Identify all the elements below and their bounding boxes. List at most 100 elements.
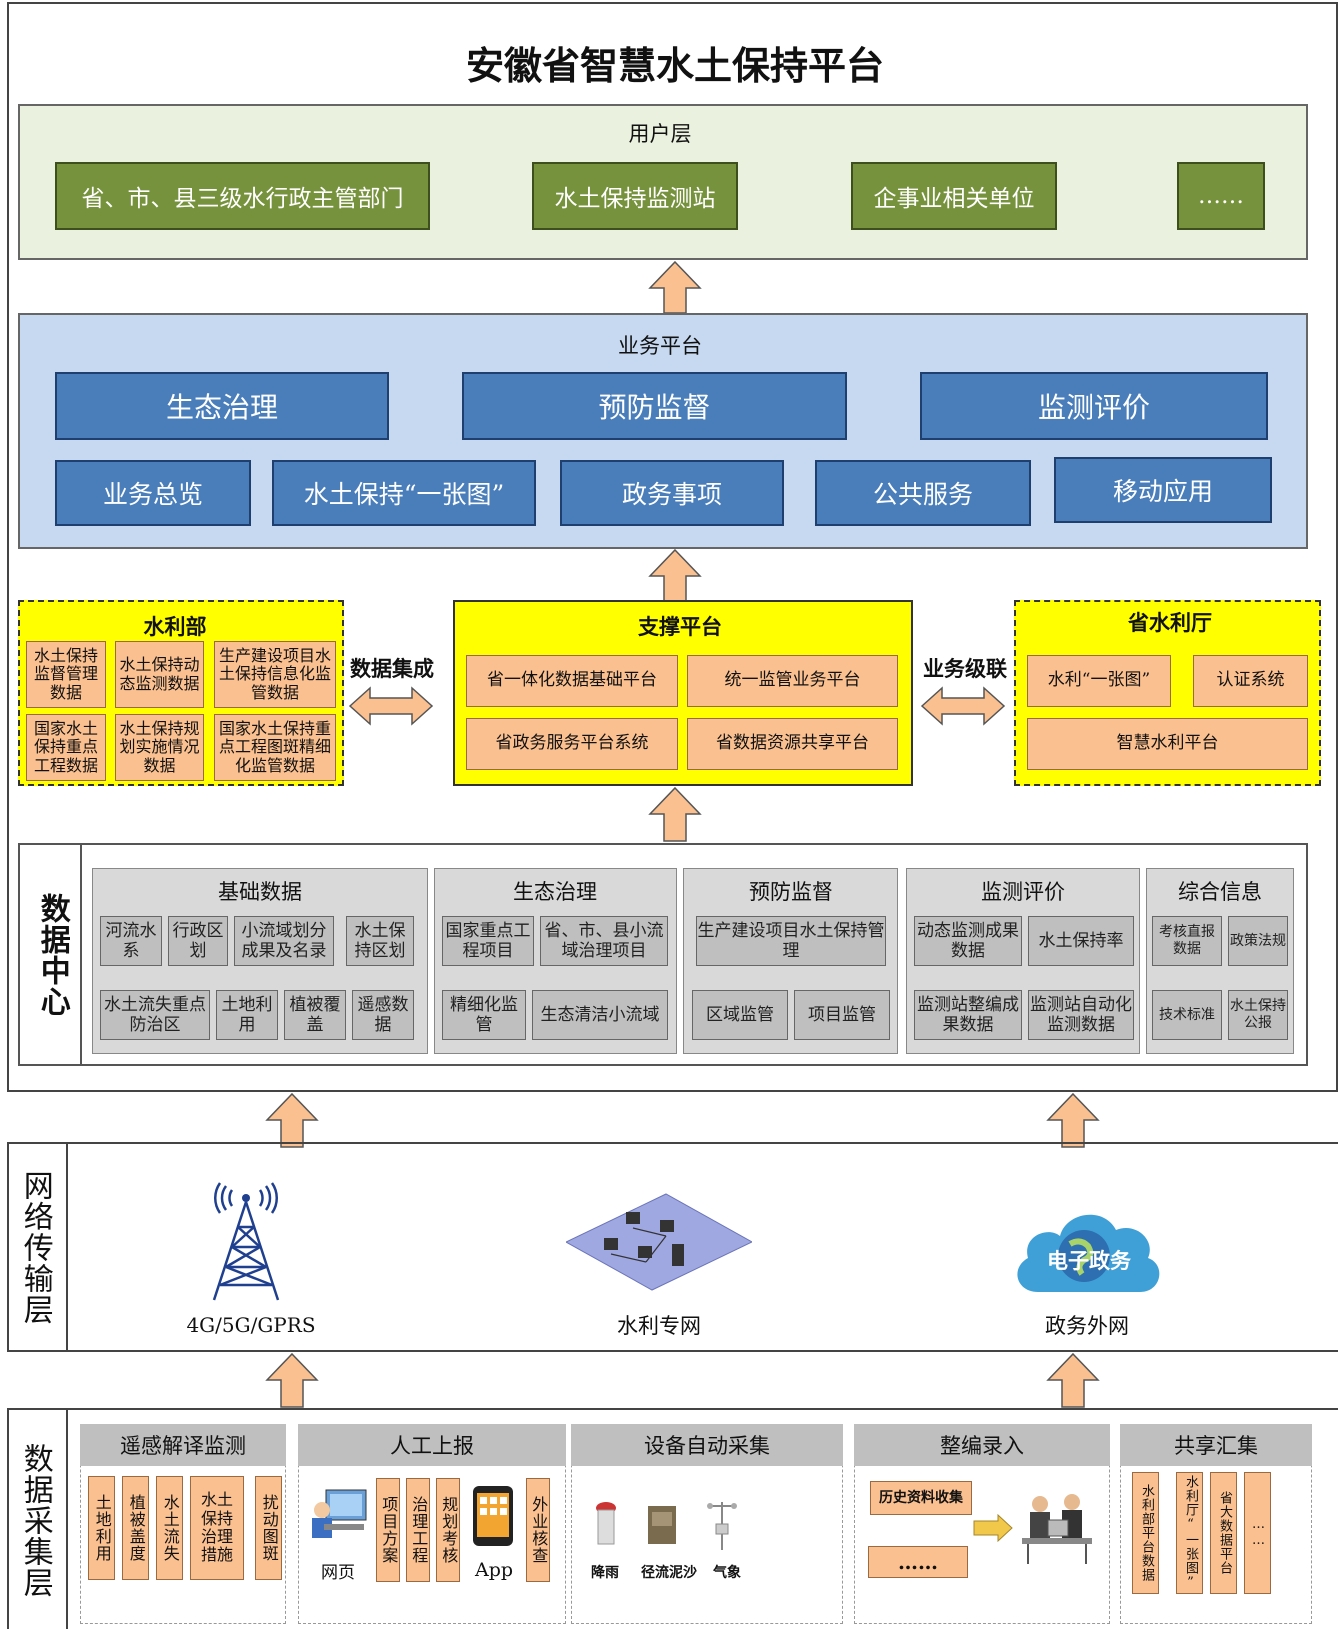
- mwr-item: 国家水土保持重点工程数据: [26, 714, 106, 781]
- rs-item: 植被盖度: [122, 1476, 149, 1580]
- dc-cell: 水土保持公报: [1228, 990, 1288, 1040]
- rs-item: 土地利用: [88, 1476, 115, 1580]
- dc-comp-title: 综合信息: [1178, 880, 1262, 904]
- collection-divider: [66, 1408, 68, 1629]
- user-more[interactable]: ……: [1177, 162, 1265, 230]
- provincial-item[interactable]: 水利“一张图”: [1027, 655, 1171, 707]
- business-platform-title: 业务平台: [618, 334, 702, 358]
- data-integration-label: 数据集成: [350, 656, 434, 681]
- manual-title: 人工上报: [298, 1424, 566, 1466]
- dc-prev-title: 预防监督: [749, 880, 833, 904]
- arrow-up-icon: [648, 260, 702, 314]
- network-divider: [66, 1142, 68, 1352]
- mwr-item: 国家水土保持重点工程图斑精细化监管数据: [214, 714, 336, 781]
- user-enterprises[interactable]: 企事业相关单位: [851, 162, 1057, 230]
- dc-cell: 植被覆盖: [284, 990, 346, 1040]
- network-computers-icon: [566, 1193, 752, 1291]
- share-item: 水利厅“一张图”: [1176, 1472, 1203, 1594]
- dc-cell: 监测站整编成果数据: [914, 990, 1022, 1040]
- rs-item: 水土流失: [156, 1476, 183, 1580]
- smartphone-icon: [473, 1486, 513, 1546]
- user-gov-dept[interactable]: 省、市、县三级水行政主管部门: [55, 162, 430, 230]
- collection-layer: [7, 1408, 1338, 1629]
- runoff-sediment-icon: [648, 1506, 676, 1544]
- bp-one-map[interactable]: 水土保持“一张图”: [272, 460, 536, 526]
- dc-basic-title: 基础数据: [218, 880, 302, 904]
- arrow-right-icon: [973, 1513, 1013, 1543]
- support-item[interactable]: 省政务服务平台系统: [466, 718, 678, 770]
- support-platform-title: 支撑平台: [638, 614, 722, 639]
- auto-item: 气象: [713, 1565, 741, 1581]
- manual-item: 治理工程: [406, 1478, 430, 1582]
- mwr-title: 水利部: [143, 614, 207, 639]
- network-item: 水利专网: [617, 1314, 701, 1338]
- network-item: 政务外网: [1045, 1314, 1129, 1338]
- rain-gauge-icon: [596, 1502, 616, 1545]
- dc-cell: 水土保持率: [1028, 916, 1134, 966]
- mwr-item: 水土保持规划实施情况数据: [115, 714, 204, 781]
- dc-cell: 生态清洁小流域: [532, 990, 668, 1040]
- dc-cell: 省、市、县小流域治理项目: [540, 916, 668, 966]
- compile-title: 整编录入: [854, 1424, 1110, 1466]
- auto-item: 降雨: [591, 1565, 619, 1581]
- manual-check: 外业核查: [526, 1478, 550, 1582]
- dc-cell: 河流水系: [100, 916, 162, 966]
- bp-prevention-supervision[interactable]: 预防监督: [462, 372, 847, 440]
- dc-cell: 政策法规: [1228, 916, 1288, 966]
- manual-web-label: 网页: [321, 1562, 355, 1583]
- dc-mon-title: 监测评价: [981, 880, 1065, 904]
- rs-item: 扰动图斑: [255, 1476, 282, 1580]
- double-arrow-icon: [348, 686, 434, 726]
- user-monitoring-station[interactable]: 水土保持监测站: [532, 162, 738, 230]
- provincial-item[interactable]: 认证系统: [1193, 655, 1308, 707]
- compile-more: ……: [868, 1546, 968, 1578]
- dc-eco-title: 生态治理: [513, 880, 597, 904]
- bp-mobile-app[interactable]: 移动应用: [1054, 457, 1272, 523]
- arrow-up-icon: [648, 548, 702, 602]
- support-item[interactable]: 统一监管业务平台: [687, 655, 898, 707]
- user-layer-title: 用户层: [628, 122, 692, 146]
- arrow-up-icon: [265, 1092, 319, 1148]
- dc-cell: 项目监管: [794, 990, 890, 1040]
- auto-item: 径流泥沙: [641, 1565, 697, 1581]
- office-workers-icon: [1022, 1494, 1092, 1564]
- support-item[interactable]: 省数据资源共享平台: [687, 718, 898, 770]
- support-item[interactable]: 省一体化数据基础平台: [466, 655, 678, 707]
- dc-cell: 区域监管: [692, 990, 788, 1040]
- bp-gov-affairs[interactable]: 政务事项: [560, 460, 784, 526]
- provincial-title: 省水利厅: [1128, 610, 1212, 635]
- cloud-label: 电子政务: [1047, 1248, 1131, 1273]
- computer-user-icon: [312, 1489, 367, 1538]
- dc-cell: 监测站自动化监测数据: [1028, 990, 1134, 1040]
- bp-monitoring-evaluation[interactable]: 监测评价: [920, 372, 1268, 440]
- dc-cell: 精细化监管: [442, 990, 526, 1040]
- network-layer-label: 网络传输层: [17, 1169, 53, 1325]
- cloud-icon: [1017, 1214, 1160, 1292]
- data-center-divider: [80, 843, 82, 1066]
- network-layer: [7, 1142, 1338, 1352]
- bp-eco-governance[interactable]: 生态治理: [55, 372, 389, 440]
- weather-station-icon: [707, 1502, 737, 1550]
- share-item: ……: [1244, 1472, 1271, 1594]
- arrow-up-icon: [1046, 1092, 1100, 1148]
- arrow-up-icon: [1046, 1352, 1100, 1408]
- tower-icon: [212, 1182, 280, 1301]
- provincial-item[interactable]: 智慧水利平台: [1027, 718, 1308, 770]
- business-cascade-label: 业务级联: [923, 656, 1007, 681]
- mwr-item: 水土保持监督管理数据: [26, 641, 106, 708]
- network-item: 4G/5G/GPRS: [186, 1313, 316, 1337]
- dc-cell: 遥感数据: [352, 990, 414, 1040]
- dc-cell: 考核直报数据: [1152, 916, 1222, 966]
- dc-cell: 小流域划分成果及名录: [234, 916, 334, 966]
- dc-cell: 土地利用: [216, 990, 278, 1040]
- dc-cell: 生产建设项目水土保持管理: [696, 916, 886, 966]
- collection-layer-label: 数据采集层: [17, 1442, 53, 1598]
- bp-overview[interactable]: 业务总览: [55, 460, 251, 526]
- page-title: 安徽省智慧水土保持平台: [465, 42, 884, 88]
- manual-item: 项目方案: [376, 1478, 400, 1582]
- dc-cell: 技术标准: [1152, 990, 1222, 1040]
- mwr-item: 水土保持动态监测数据: [115, 641, 204, 708]
- manual-app-label: App: [474, 1559, 514, 1581]
- bp-public-service[interactable]: 公共服务: [815, 460, 1031, 526]
- dc-cell: 国家重点工程项目: [442, 916, 534, 966]
